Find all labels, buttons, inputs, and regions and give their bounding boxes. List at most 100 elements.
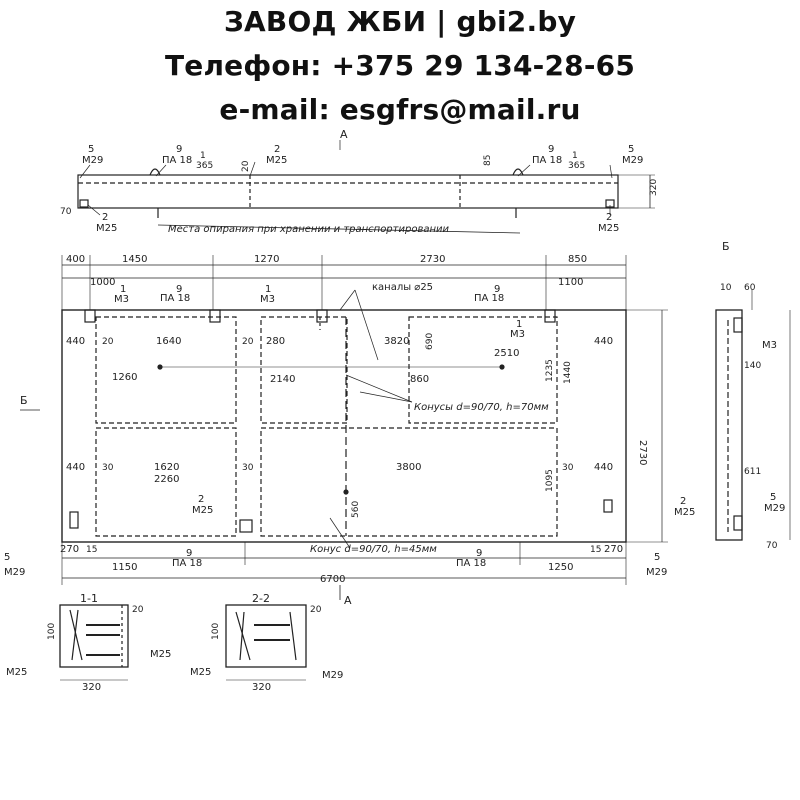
company-title: ЗАВОД ЖБИ | gbi2.by: [223, 5, 577, 38]
lifting-loop-left: [149, 168, 161, 176]
label-mark-5-left: 5: [88, 144, 94, 155]
label-dim-560: 560: [351, 501, 361, 518]
support-leader: [157, 224, 521, 234]
section-22-bar-1: [235, 611, 251, 661]
label-dim-2510: 2510: [494, 348, 519, 359]
label-mark-5-right: 5: [628, 144, 634, 155]
label-m25-side: М25: [674, 507, 695, 518]
section-11-outline: [59, 604, 129, 668]
label-m29-s22: М29: [322, 670, 343, 681]
label-dim-440-ur: 440: [594, 336, 613, 347]
label-section-22: 2-2: [252, 592, 270, 605]
label-dim-270-l: 270: [60, 544, 79, 555]
label-dim-100-s11: 100: [47, 623, 57, 640]
label-dim-85-top: 85: [483, 155, 493, 166]
label-dim-6700: 6700: [320, 574, 345, 585]
label-frac-top-right: 1: [572, 151, 578, 161]
label-section-a-bottom: А: [344, 594, 352, 607]
elevation-outline: [77, 174, 619, 209]
label-plan-mark-1b: 1: [265, 284, 271, 295]
void-5: [260, 427, 558, 537]
section-22-bar-2: [289, 611, 297, 661]
label-section-b: Б: [722, 240, 730, 253]
label-dim-30-ll: 30: [102, 463, 114, 473]
section-22-outline: [225, 604, 307, 668]
void-2: [260, 316, 348, 424]
label-mark-9-right: 9: [548, 144, 554, 155]
label-plan-mark-9r: 9: [494, 284, 500, 295]
label-pa18-br: ПА 18: [456, 558, 486, 569]
label-m25-s22: М25: [190, 667, 211, 678]
label-frac-bot-left: 365: [196, 161, 213, 171]
label-dim-320-s22: 320: [252, 682, 271, 693]
label-dim-60-side: 60: [744, 283, 756, 293]
label-dim-270-r: 270: [604, 544, 623, 555]
phone-line: Телефон: +375 29 134-28-65: [164, 49, 636, 82]
page-header: ЗАВОД ЖБИ | gbi2.by Телефон: +375 29 134…: [0, 0, 800, 132]
label-mark-2-br: 2: [606, 212, 612, 223]
label-m29-bl: М29: [4, 567, 25, 578]
label-dim-100-s22: 100: [211, 623, 221, 640]
section-11-bar-1: [69, 609, 83, 661]
label-dim-3820: 3820: [384, 336, 409, 347]
main-plan: [20, 255, 668, 600]
label-mark-9-br: 9: [476, 548, 482, 559]
label-dim-140-side: 140: [744, 361, 761, 371]
label-m25-s11-left: М25: [6, 667, 27, 678]
label-m25-plan: М25: [192, 505, 213, 516]
label-mark-9-left: 9: [176, 144, 182, 155]
label-dim-1440: 1440: [563, 361, 573, 384]
drawing-labels: А 5 М29 9 ПА 18 1 365 2 М25 9 ПА 18 1 36…: [4, 128, 785, 693]
label-dim-1270: 1270: [254, 254, 279, 265]
embedded-bottom-3: [603, 499, 613, 513]
label-m25-s11: М25: [150, 649, 171, 660]
embedded-plate-left: [79, 199, 89, 208]
label-m29-br: М29: [646, 567, 667, 578]
side-embedded-bottom: [733, 515, 743, 531]
label-dim-850: 850: [568, 254, 587, 265]
lifting-loop-right: [512, 168, 524, 176]
embedded-top-1: [84, 309, 96, 323]
label-pa18-right: ПА 18: [532, 155, 562, 166]
label-dim-280: 280: [266, 336, 285, 347]
label-mark-5-side: 5: [770, 492, 776, 503]
label-dim-1640: 1640: [156, 336, 181, 347]
void-4: [95, 427, 237, 537]
section-1-1: [59, 604, 129, 681]
label-dim-1150: 1150: [112, 562, 137, 573]
label-mark-2-plan: 2: [198, 494, 204, 505]
label-pa18-bottom: ПА 18: [172, 558, 202, 569]
label-dim-1000: 1000: [90, 277, 115, 288]
label-dim-320-s11: 320: [82, 682, 101, 693]
label-dim-400: 400: [66, 254, 85, 265]
label-dim-1100: 1100: [558, 277, 583, 288]
label-mark-9-bottom: 9: [186, 548, 192, 559]
label-dim-1260: 1260: [112, 372, 137, 383]
label-dim-70-side: 70: [766, 541, 778, 551]
label-dim-20-uc: 20: [242, 337, 254, 347]
label-plan-mark-1c: 1: [516, 319, 522, 330]
cone-marker-3: [343, 489, 349, 495]
label-frac-top-left: 1: [200, 151, 206, 161]
embedded-top-2: [209, 309, 221, 323]
label-dim-15-r: 15: [590, 545, 601, 555]
label-dim-320-top: 320: [649, 179, 659, 196]
label-dim-10-side: 10: [720, 283, 732, 293]
label-plan-m3b: М3: [260, 294, 275, 305]
label-m25-top: М25: [266, 155, 287, 166]
label-mark-5-br: 5: [654, 552, 660, 563]
label-dim-440-lr: 440: [594, 462, 613, 473]
label-mark-2-top: 2: [274, 144, 280, 155]
label-dim-30-lr: 30: [562, 463, 574, 473]
label-cone-2: Конус d=90/70, h=45мм: [310, 544, 437, 555]
embedded-bottom-1: [69, 511, 79, 529]
label-dim-20-s11: 20: [132, 605, 144, 615]
label-m29-right: М29: [622, 155, 643, 166]
side-outline: [715, 309, 743, 541]
panel-outline: [61, 309, 627, 543]
embedded-top-4: [544, 309, 556, 323]
label-m29-left: М29: [82, 155, 103, 166]
label-dim-20-s22: 20: [310, 605, 322, 615]
label-m29-side: М29: [764, 503, 785, 514]
label-dim-1095: 1095: [545, 469, 555, 492]
